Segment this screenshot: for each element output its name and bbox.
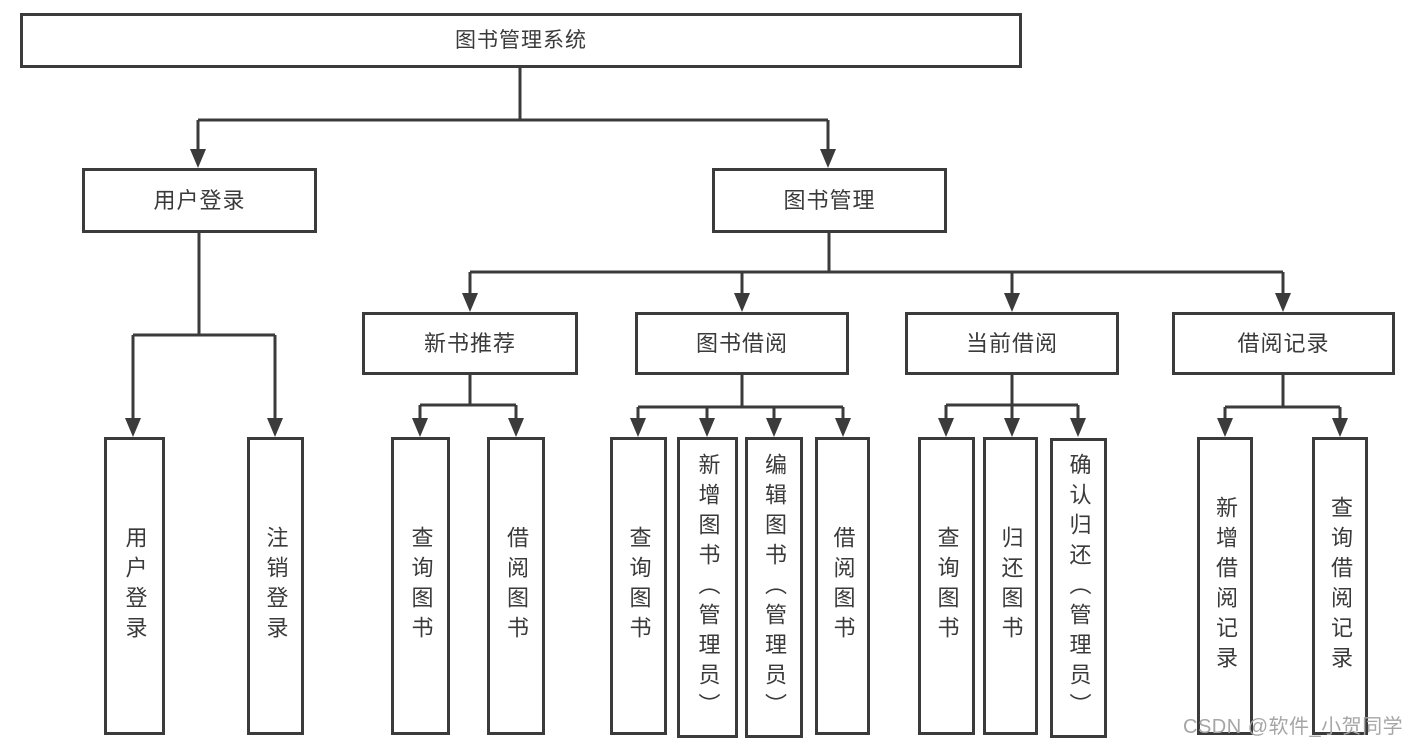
node-borrowing-records-label: 借阅记录: [1237, 330, 1330, 356]
node-leaf-logout-label: 注销登录: [263, 526, 289, 646]
node-leaf-current-return-books-label: 归还图书: [998, 526, 1024, 646]
node-user-login-label: 用户登录: [153, 187, 246, 213]
node-user-login: 用户登录: [82, 168, 317, 233]
arrowhead-down-icon: [734, 293, 750, 312]
connector-user-login-to-children: [131, 233, 277, 424]
arrowhead-down-icon: [699, 418, 715, 437]
node-book-management-label: 图书管理: [783, 187, 876, 213]
arrowhead-down-icon: [412, 418, 428, 437]
connector-borrowing-records-to-children: [1223, 375, 1342, 424]
node-leaf-current-confirm-return-label: 确认归还（管理员）: [1066, 453, 1092, 723]
node-leaf-recommend-borrow-books-label: 借阅图书: [504, 526, 529, 646]
arrowhead-down-icon: [1004, 293, 1020, 312]
connector-new-book-recommend-to-children: [418, 375, 518, 424]
node-leaf-borrow-edit-books: 编辑图书（管理员）: [745, 437, 803, 738]
node-leaf-records-add-record: 新增借阅记录: [1197, 437, 1253, 735]
node-leaf-borrow-borrow-books-label: 借阅图书: [830, 526, 856, 646]
node-root-label: 图书管理系统: [455, 29, 587, 52]
node-book-borrowing: 图书借阅: [635, 312, 849, 375]
arrowhead-down-icon: [1217, 418, 1233, 437]
node-leaf-borrow-query-books-label: 查询图书: [626, 526, 652, 646]
connector-book-management-to-level3: [468, 233, 1285, 300]
arrowhead-down-icon: [820, 149, 836, 168]
arrowhead-down-icon: [766, 418, 782, 437]
node-current-borrowing: 当前借阅: [905, 312, 1119, 375]
connector-book-borrowing-to-children: [636, 375, 845, 424]
node-leaf-current-confirm-return: 确认归还（管理员）: [1050, 438, 1107, 738]
node-leaf-current-query-books: 查询图书: [918, 437, 975, 735]
arrowhead-down-icon: [835, 418, 851, 437]
node-new-book-recommend: 新书推荐: [362, 312, 578, 375]
arrowhead-down-icon: [125, 418, 141, 437]
node-leaf-borrow-add-books: 新增图书（管理员）: [677, 437, 738, 738]
node-leaf-records-add-record-label: 新增借阅记录: [1213, 496, 1238, 676]
node-current-borrowing-label: 当前借阅: [965, 330, 1058, 356]
node-leaf-recommend-borrow-books: 借阅图书: [487, 437, 545, 735]
connector-root-to-level2: [196, 68, 830, 156]
node-book-borrowing-label: 图书借阅: [695, 330, 788, 356]
node-leaf-borrow-edit-books-label: 编辑图书（管理员）: [762, 452, 787, 723]
node-leaf-records-query-record-label: 查询借阅记录: [1328, 496, 1353, 676]
node-borrowing-records: 借阅记录: [1172, 312, 1395, 375]
node-leaf-records-query-record: 查询借阅记录: [1312, 437, 1368, 735]
node-leaf-borrow-add-books-label: 新增图书（管理员）: [695, 452, 721, 723]
node-leaf-login-label: 用户登录: [122, 526, 148, 646]
arrowhead-down-icon: [938, 418, 954, 437]
node-book-management: 图书管理: [712, 168, 947, 233]
node-leaf-current-return-books: 归还图书: [983, 437, 1038, 735]
arrowhead-down-icon: [1275, 293, 1291, 312]
arrowhead-down-icon: [462, 293, 478, 312]
arrowheads-group: [125, 149, 1348, 437]
node-leaf-recommend-query-books: 查询图书: [391, 437, 450, 735]
arrowhead-down-icon: [630, 418, 646, 437]
node-leaf-recommend-query-books-label: 查询图书: [408, 526, 434, 646]
arrowhead-down-icon: [1332, 418, 1348, 437]
node-leaf-borrow-borrow-books: 借阅图书: [815, 437, 870, 735]
node-leaf-logout: 注销登录: [247, 437, 304, 735]
csdn-watermark: CSDN @软件_小贺同学: [1183, 716, 1404, 738]
arrowhead-down-icon: [267, 418, 283, 437]
node-leaf-borrow-query-books: 查询图书: [610, 437, 667, 735]
arrowhead-down-icon: [1070, 418, 1086, 437]
node-leaf-current-query-books-label: 查询图书: [934, 526, 960, 646]
arrowhead-down-icon: [1004, 418, 1020, 437]
connector-current-borrowing-to-children: [944, 375, 1080, 424]
node-root: 图书管理系统: [20, 13, 1022, 68]
arrowhead-down-icon: [508, 418, 524, 437]
node-leaf-login: 用户登录: [104, 437, 165, 735]
arrowhead-down-icon: [190, 149, 206, 168]
node-new-book-recommend-label: 新书推荐: [423, 330, 516, 356]
